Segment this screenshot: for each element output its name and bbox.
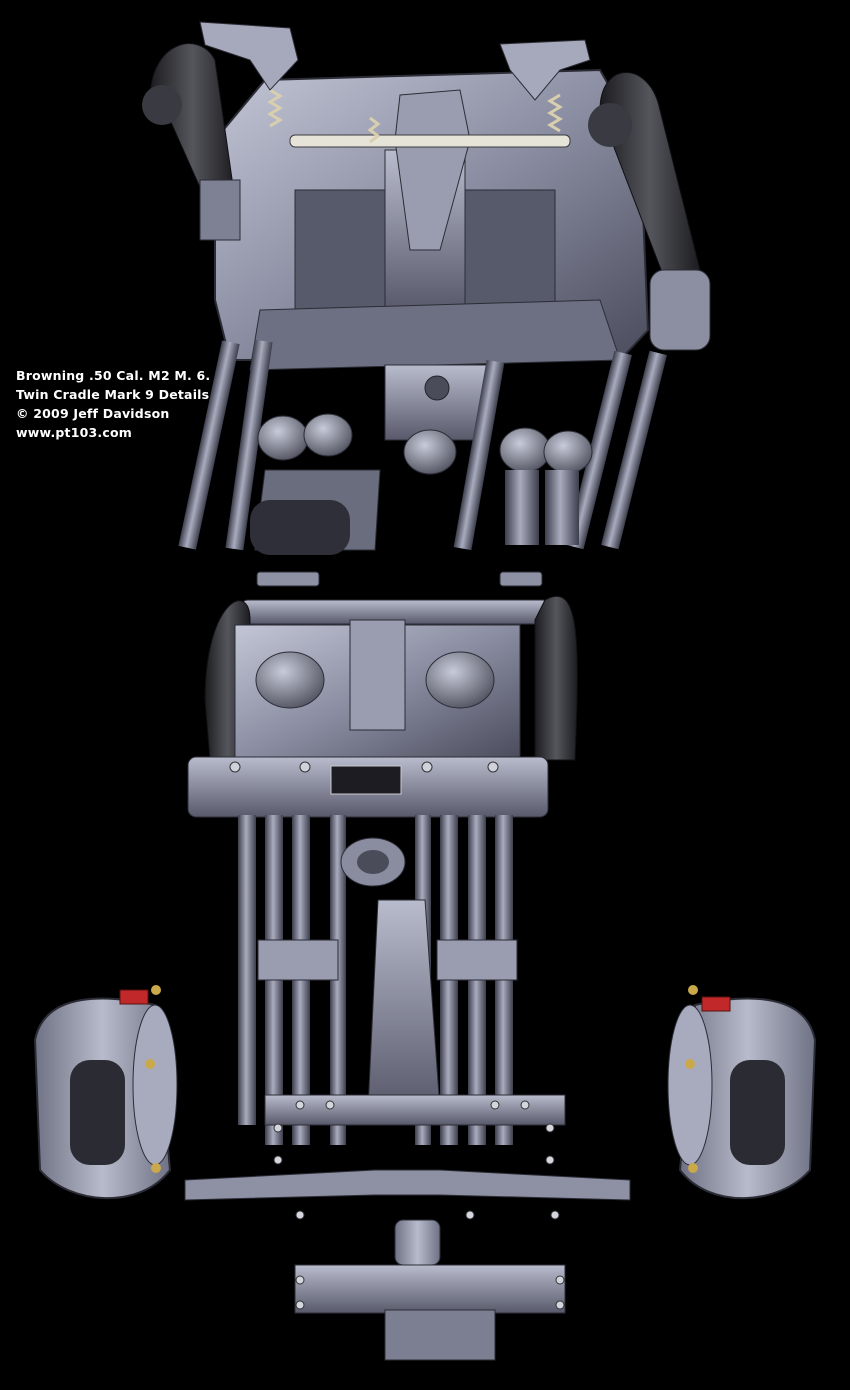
plate-bolts — [229, 761, 499, 773]
right-collar-clamp — [436, 939, 518, 981]
lower-cradle-assembly — [33, 571, 817, 1361]
upper-recess-left — [294, 189, 391, 311]
upper-cylinder-caps — [257, 413, 593, 545]
upper-lower-housing — [249, 299, 621, 371]
caption-title: Browning .50 Cal. M2 M. 6. — [16, 368, 211, 383]
credit-caption: Browning .50 Cal. M2 M. 6. Twin Cradle M… — [16, 366, 210, 442]
upper-cross-shaft — [289, 134, 571, 148]
front-cap-right — [425, 651, 495, 709]
upper-pivot-bore — [424, 375, 450, 401]
left-collar-clamp — [257, 939, 339, 981]
upper-rods — [178, 339, 667, 551]
front-cap-left — [255, 651, 325, 709]
data-plate — [330, 765, 402, 795]
right-grip — [588, 72, 711, 351]
frame-bolts — [273, 1100, 565, 1310]
front-bottom-plate — [294, 1264, 566, 1314]
caption-copyright: © 2009 Jeff Davidson — [16, 406, 170, 421]
right-ammo-can — [667, 985, 817, 1200]
left-ammo-can — [33, 985, 178, 1200]
left-grip — [142, 43, 241, 241]
caption-website: www.pt103.com — [16, 425, 132, 440]
upper-cradle-assembly — [142, 21, 711, 555]
upper-base-drum — [250, 500, 350, 555]
right-thumb-lever — [499, 571, 543, 587]
front-right-grip — [534, 595, 578, 761]
caption-subtitle: Twin Cradle Mark 9 Details — [16, 387, 210, 402]
upper-pivot-knob — [403, 429, 457, 475]
upper-springs — [267, 88, 563, 144]
front-upper-crossbeam — [264, 1094, 566, 1126]
front-piston — [394, 1219, 441, 1266]
front-center-post — [349, 619, 406, 731]
upper-recess-right — [464, 189, 556, 306]
front-foot — [384, 1309, 496, 1361]
left-trigger-lever — [199, 21, 299, 91]
right-trigger-lever — [499, 39, 591, 101]
front-lower-crossbeam — [184, 1169, 631, 1201]
left-thumb-lever — [256, 571, 320, 587]
